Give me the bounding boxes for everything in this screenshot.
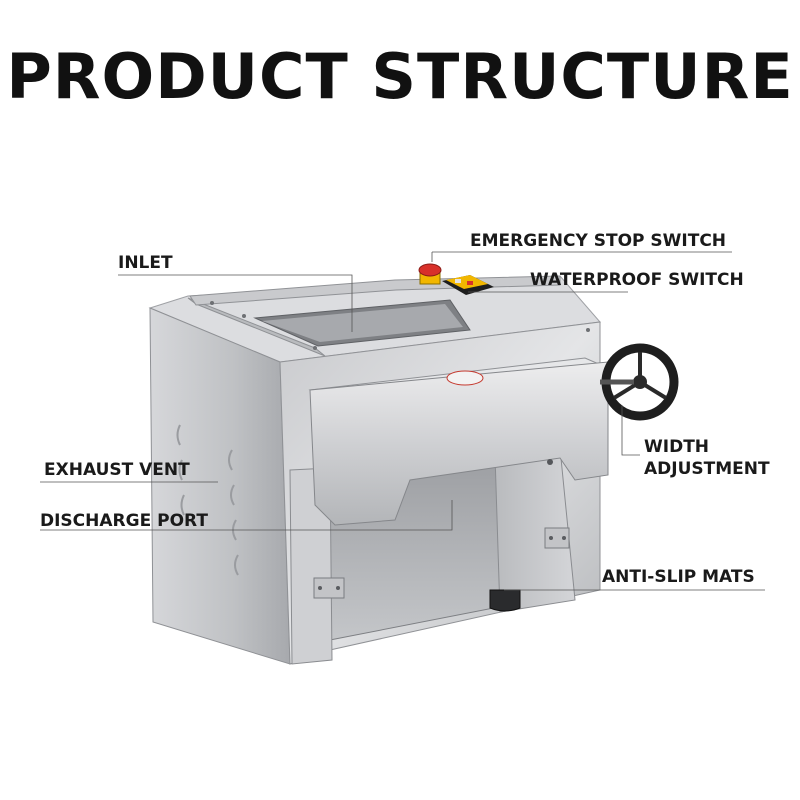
right-hinge <box>544 527 570 549</box>
leader-discharge <box>40 500 453 531</box>
leader-width <box>621 405 640 456</box>
handwheel <box>600 343 679 421</box>
warning-sticker <box>446 370 484 386</box>
label-exhaust-vent: EXHAUST VENT <box>44 460 190 480</box>
label-width-adjustment-line2: ADJUSTMENT <box>644 459 770 479</box>
label-waterproof-switch: WATERPROOF SWITCH <box>530 270 744 290</box>
waterproof-switch <box>442 275 494 295</box>
leader-inlet <box>118 274 353 332</box>
emergency-stop-button <box>418 263 442 285</box>
anti-slip-mat <box>489 589 521 612</box>
page-title: PRODUCT STRUCTURE <box>6 40 794 113</box>
label-width-adjustment-line1: WIDTH <box>644 437 710 457</box>
front-cover <box>309 361 609 526</box>
label-discharge-port: DISCHARGE PORT <box>40 511 208 531</box>
label-anti-slip-mats: ANTI-SLIP MATS <box>602 567 755 587</box>
label-inlet: INLET <box>118 253 173 273</box>
inlet-opening-inner <box>262 304 463 342</box>
left-hinge <box>313 577 345 599</box>
left-side-panel <box>149 307 291 665</box>
label-emergency-stop-switch: EMERGENCY STOP SWITCH <box>470 231 727 251</box>
top-rail-left <box>187 297 326 357</box>
